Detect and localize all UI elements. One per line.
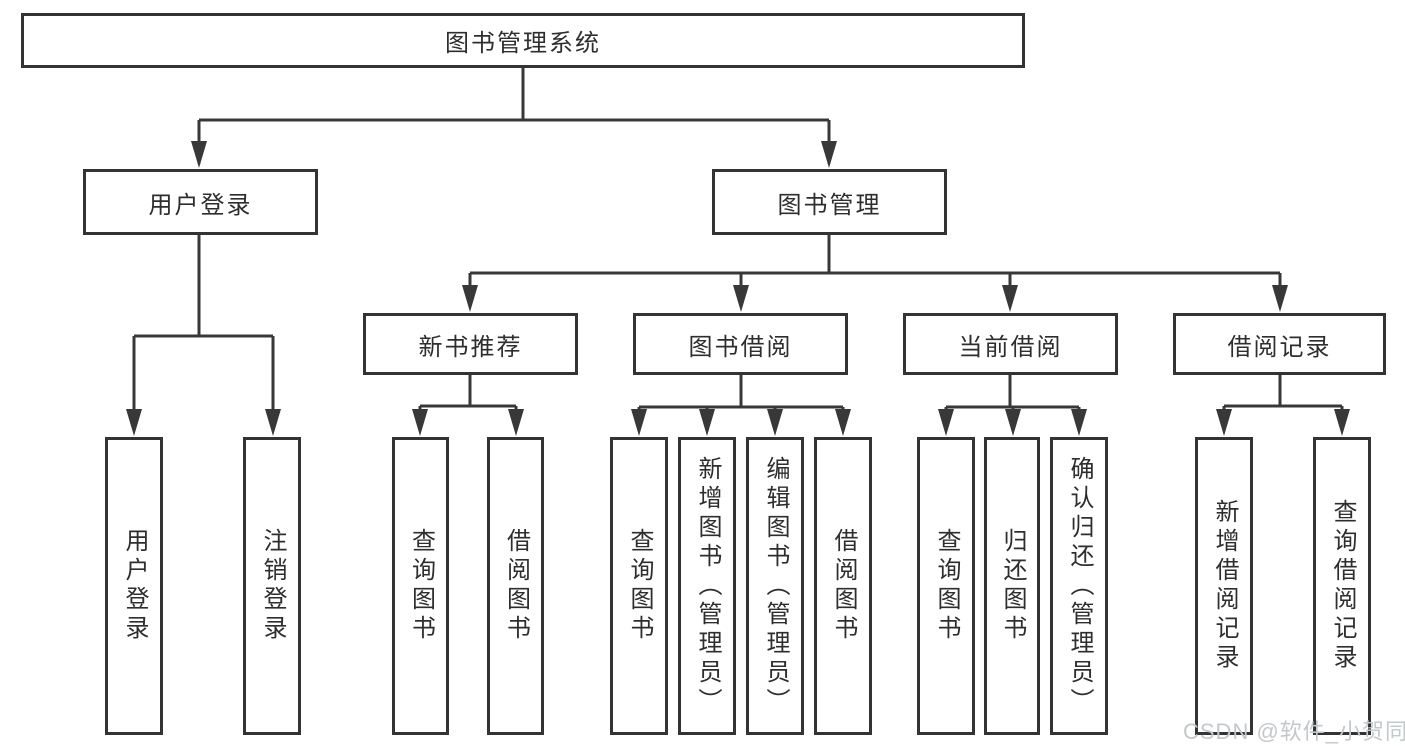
leaf-return-books-label: 归还图书 (999, 528, 1026, 644)
leaf-borrow-books-label: 借阅图书 (830, 528, 857, 644)
node-borrow-records-label: 借阅记录 (1227, 333, 1332, 361)
csdn-watermark: CSDN @软件_小贺同学 (1183, 719, 1405, 744)
node-borrow-records: 借阅记录 (1173, 313, 1386, 375)
node-user-login-label: 用户登录 (148, 191, 253, 219)
node-book-management-label: 图书管理 (777, 191, 882, 219)
node-book-borrow: 图书借阅 (633, 313, 848, 375)
leaf-newbook-borrow-books: 借阅图书 (487, 437, 544, 735)
edge-borrow-children (637, 375, 845, 430)
leaf-confirm-return-admin: 确认归还（管理员） (1050, 437, 1108, 735)
node-current-borrow: 当前借阅 (903, 313, 1118, 375)
edge-root-to-level2 (197, 68, 831, 164)
leaf-add-books-admin: 新增图书（管理员） (678, 437, 736, 735)
leaf-query-borrow-record: 查询借阅记录 (1313, 437, 1371, 735)
node-new-book-recommend: 新书推荐 (363, 313, 578, 375)
edge-userlogin-children (132, 235, 275, 430)
leaf-newbook-query-books: 查询图书 (392, 437, 449, 735)
leaf-logout-label: 注销登录 (259, 528, 286, 644)
node-library-system: 图书管理系统 (21, 13, 1025, 68)
leaf-add-borrow-record-label: 新增借阅记录 (1211, 499, 1238, 673)
leaf-user-login-label: 用户登录 (121, 528, 148, 644)
leaf-edit-books-admin: 编辑图书（管理员） (746, 437, 804, 735)
leaf-add-books-admin-label: 新增图书（管理员） (694, 455, 721, 717)
leaf-query-borrow-record-label: 查询借阅记录 (1329, 499, 1356, 673)
node-new-book-recommend-label: 新书推荐 (418, 333, 523, 361)
leaf-user-login: 用户登录 (105, 437, 163, 735)
node-current-borrow-label: 当前借阅 (958, 333, 1063, 361)
node-book-borrow-label: 图书借阅 (688, 333, 793, 361)
node-user-login: 用户登录 (83, 169, 318, 235)
leaf-borrow-books: 借阅图书 (814, 437, 872, 735)
edge-records-children (1222, 375, 1344, 430)
leaf-edit-books-admin-label: 编辑图书（管理员） (762, 455, 789, 717)
edge-newbook-children (418, 375, 518, 430)
leaf-current-query-books: 查询图书 (917, 437, 975, 735)
arrowheads (126, 141, 1350, 436)
leaf-newbook-borrow-books-label: 借阅图书 (502, 528, 530, 644)
leaf-newbook-query-books-label: 查询图书 (407, 528, 435, 644)
leaf-logout: 注销登录 (243, 437, 301, 735)
leaf-confirm-return-admin-label: 确认归还（管理员） (1066, 455, 1093, 717)
edge-bookmgmt-children (468, 235, 1282, 306)
node-library-system-label: 图书管理系统 (445, 30, 601, 57)
leaf-return-books: 归还图书 (984, 437, 1040, 735)
leaf-add-borrow-record: 新增借阅记录 (1195, 437, 1253, 735)
node-book-management: 图书管理 (712, 169, 947, 235)
leaf-current-query-books-label: 查询图书 (933, 528, 960, 644)
leaf-borrow-query-books-label: 查询图书 (626, 528, 653, 644)
leaf-borrow-query-books: 查询图书 (610, 437, 668, 735)
